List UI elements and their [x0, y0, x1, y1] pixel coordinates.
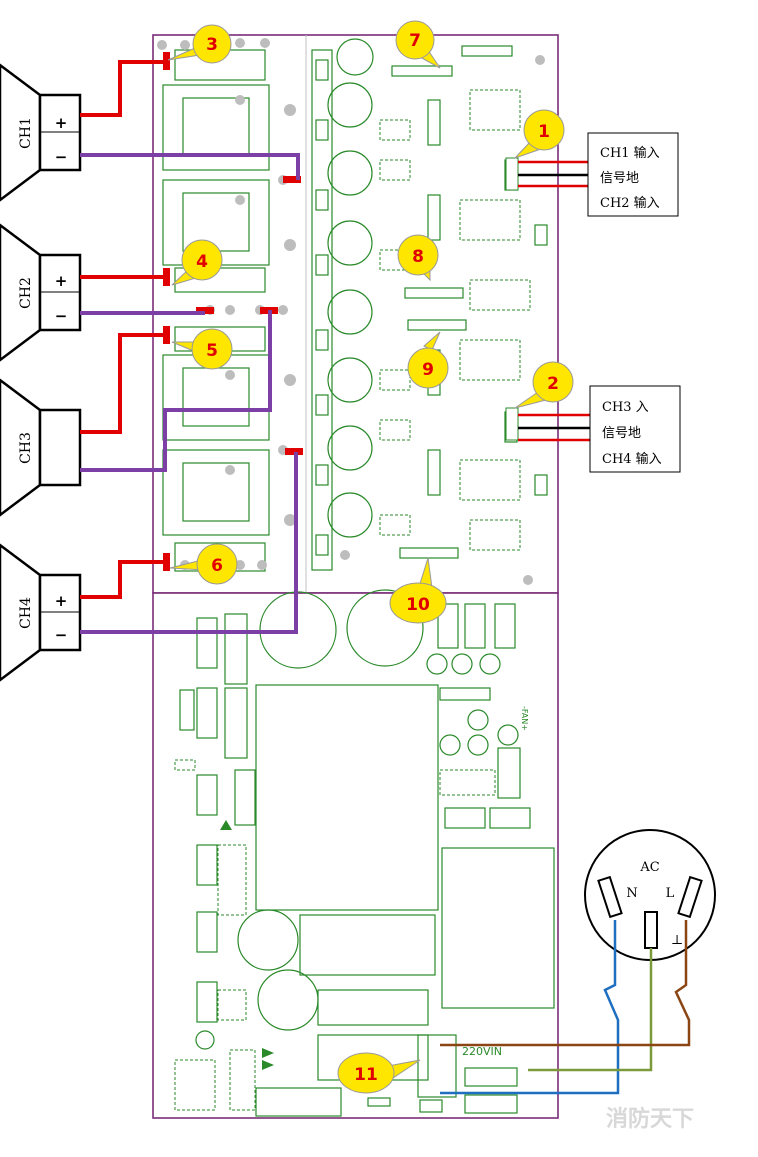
- ch4-minus: −: [55, 626, 68, 644]
- callout-9: 9: [407, 331, 449, 389]
- ch3-negative-wire: [80, 310, 272, 472]
- callout-10: 10: [389, 557, 447, 624]
- speaker-ch3: CH3: [0, 378, 82, 517]
- input-connector-b: CH3 入 信号地 CH4 输入: [505, 385, 681, 473]
- speaker-ch1: CH1 + −: [0, 63, 82, 202]
- ac-ground-symbol: ⊥: [671, 933, 683, 948]
- positive-wires: [80, 60, 168, 599]
- callout-6: 6: [169, 543, 238, 585]
- input-b-ch4: CH4 输入: [602, 451, 662, 467]
- input-connector-a: CH1 输入 信号地 CH2 输入: [505, 132, 679, 217]
- callout-4: 4: [171, 239, 223, 286]
- callout-4-label: 4: [196, 252, 208, 272]
- callout-6-label: 6: [211, 556, 223, 576]
- ch4-negative-wire: [80, 452, 298, 634]
- callout-3: 3: [167, 24, 232, 64]
- ch3-positive-wire: [80, 333, 168, 434]
- speaker-ch3-label: CH3: [18, 432, 34, 464]
- ch2-plus: +: [55, 272, 68, 290]
- input-a-ch1: CH1 输入: [600, 145, 660, 161]
- speaker-ch4-label: CH4: [18, 597, 34, 629]
- callout-1: 1: [514, 109, 565, 159]
- callout-11-label: 11: [354, 1065, 378, 1085]
- speaker-ch4: CH4 + −: [0, 543, 82, 682]
- ac-socket: AC N L ⊥: [584, 829, 716, 961]
- ac-live-label: L: [666, 886, 675, 901]
- input-b-ch3: CH3 入: [602, 400, 649, 415]
- ac-neutral-label: N: [626, 886, 637, 901]
- ch1-plus: +: [55, 114, 68, 132]
- input-a-ground: 信号地: [600, 171, 639, 186]
- callout-bubbles: 3 7 1 4 8 5 9 2 6 10 11: [167, 20, 574, 1094]
- power-supply-board: [152, 592, 559, 1119]
- mains-wires: [440, 920, 691, 1095]
- ac-title: AC: [639, 860, 659, 875]
- callout-7-label: 7: [409, 31, 421, 51]
- ch1-minus: −: [55, 148, 68, 166]
- ch4-positive-wire: [80, 560, 168, 599]
- callout-11: 11: [337, 1052, 421, 1094]
- live-wire: [440, 920, 691, 1047]
- input-b-ground: 信号地: [602, 426, 641, 441]
- fan-mark: -FAN+: [520, 706, 529, 731]
- speaker-ch1-label: CH1: [18, 117, 34, 149]
- amplifier-board: [152, 34, 559, 594]
- ch2-minus: −: [55, 307, 68, 325]
- callout-7: 7: [395, 20, 441, 69]
- callout-1-label: 1: [538, 122, 550, 142]
- callout-8: 8: [397, 234, 439, 282]
- callout-2: 2: [514, 361, 574, 409]
- negative-wires: [80, 153, 300, 634]
- earth-wire: [528, 948, 653, 1072]
- callout-5: 5: [171, 328, 233, 370]
- callout-9-label: 9: [422, 360, 434, 380]
- ch4-plus: +: [55, 592, 68, 610]
- callout-5-label: 5: [206, 341, 218, 361]
- callout-2-label: 2: [547, 374, 559, 394]
- speaker-ch2-label: CH2: [18, 277, 34, 309]
- callout-10-label: 10: [406, 595, 430, 615]
- ch1-positive-wire: [80, 60, 168, 117]
- power-in-mark: 220VIN: [462, 1045, 502, 1058]
- watermark: 消防天下: [606, 1107, 694, 1132]
- output-transistors: [311, 38, 374, 571]
- neutral-wire: [440, 920, 620, 1095]
- callout-3-label: 3: [206, 35, 218, 55]
- callout-8-label: 8: [412, 247, 424, 267]
- board-marks: 220VIN -FAN+: [462, 706, 529, 1058]
- ch1-negative-wire: [80, 153, 300, 180]
- input-a-ch2: CH2 输入: [600, 195, 660, 211]
- speaker-ch2: CH2 + −: [0, 223, 82, 362]
